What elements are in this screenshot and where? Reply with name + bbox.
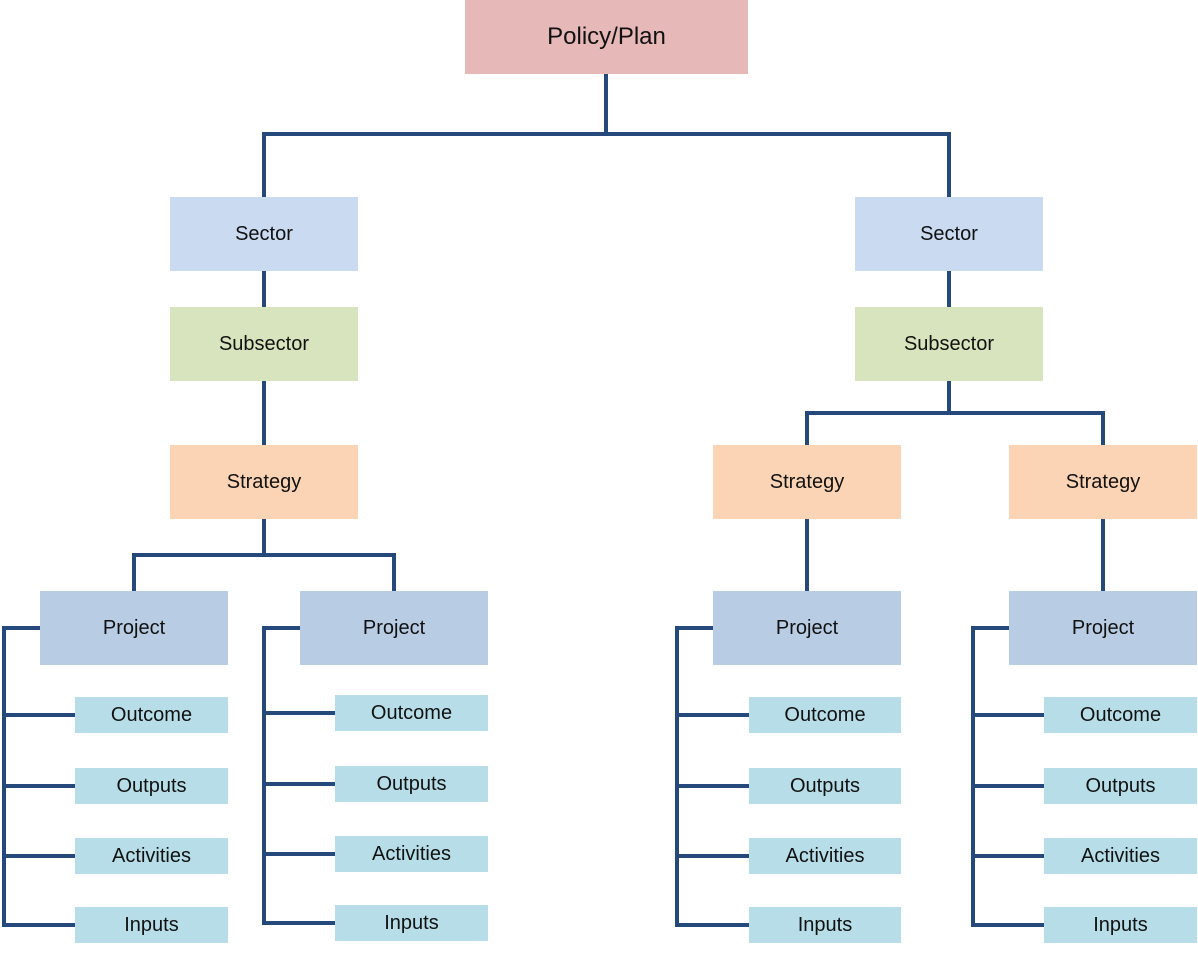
sector-node-2: Sector <box>855 197 1043 271</box>
inputs-node-1-1-2: Inputs <box>335 905 488 941</box>
outputs-node-1-1-2: Outputs <box>335 766 488 802</box>
inputs-node-1-1-1: Inputs <box>75 907 228 943</box>
activities-node-2-1-1: Activities <box>749 838 901 874</box>
outcome-node-1-1-2: Outcome <box>335 695 488 731</box>
strategy-node-1-1: Strategy <box>170 445 358 519</box>
activities-node-1-1-1: Activities <box>75 838 228 874</box>
outputs-node-2-1-1: Outputs <box>749 768 901 804</box>
project-node-1-1-1: Project <box>40 591 228 665</box>
strategy-node-2-1: Strategy <box>713 445 901 519</box>
subsector-node-1: Subsector <box>170 307 358 381</box>
activities-node-2-2-1: Activities <box>1044 838 1197 874</box>
outputs-node-1-1-1: Outputs <box>75 768 228 804</box>
subsector-node-2: Subsector <box>855 307 1043 381</box>
sector-node-1: Sector <box>170 197 358 271</box>
outcome-node-2-1-1: Outcome <box>749 697 901 733</box>
strategy-node-2-2: Strategy <box>1009 445 1197 519</box>
inputs-node-2-2-1: Inputs <box>1044 907 1197 943</box>
outcome-node-1-1-1: Outcome <box>75 697 228 733</box>
outputs-node-2-2-1: Outputs <box>1044 768 1197 804</box>
project-node-2-2-1: Project <box>1009 591 1197 665</box>
activities-node-1-1-2: Activities <box>335 836 488 872</box>
outcome-node-2-2-1: Outcome <box>1044 697 1197 733</box>
project-node-1-1-2: Project <box>300 591 488 665</box>
inputs-node-2-1-1: Inputs <box>749 907 901 943</box>
project-node-2-1-1: Project <box>713 591 901 665</box>
policy-plan-node: Policy/Plan <box>465 0 748 74</box>
